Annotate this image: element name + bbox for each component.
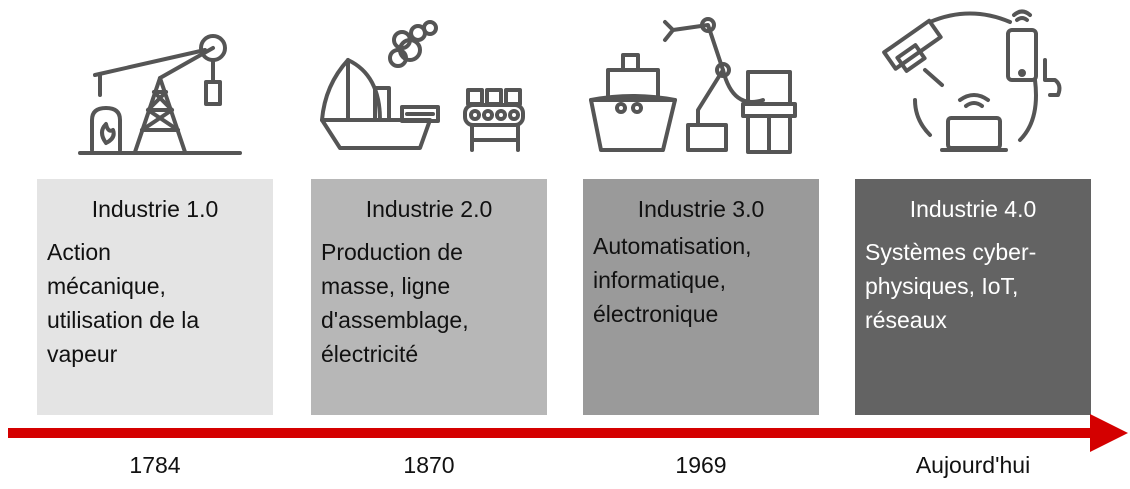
- robot-arm-computer-icon: [589, 17, 797, 154]
- stage-description-line: physiques, IoT,: [865, 273, 1019, 299]
- connected-devices-icon: [882, 9, 1062, 152]
- year-label-3: 1969: [675, 452, 727, 478]
- stage-description: Systèmes cyber-physiques, IoT, réseaux: [865, 235, 1081, 337]
- year-label-2: 1870: [403, 452, 455, 478]
- stage-description-line: Automatisation,: [593, 233, 752, 259]
- stage-title: Industrie 3.0: [637, 196, 765, 222]
- steam-pump-icon: [78, 34, 242, 155]
- timeline-arrow: [8, 414, 1128, 452]
- stage-3-illustration: [583, 0, 803, 165]
- stage-description-line: utilisation de la: [47, 307, 200, 333]
- stage-description-line: vapeur: [47, 341, 118, 367]
- stage-description: Production de masse, ligne d'assemblage, él…: [321, 235, 537, 371]
- stage-description-line: masse, ligne: [321, 273, 451, 299]
- stage-description-line: informatique,: [593, 267, 726, 293]
- year-label-1: 1784: [129, 452, 181, 478]
- stage-title: Industrie 1.0: [91, 196, 219, 222]
- stage-description-line: d'assemblage,: [321, 307, 469, 333]
- stage-2-illustration: [310, 0, 530, 165]
- stage-description-line: électronique: [593, 301, 719, 327]
- stage-title: Industrie 4.0: [909, 196, 1037, 222]
- stage-description: Action mécanique, utilisation de la vapeur: [47, 235, 263, 371]
- stage-description: Automatisation, informatique, électronique: [593, 229, 809, 331]
- stage-card-1: Industrie 1.0 Action mécanique, utilisatio…: [37, 179, 273, 415]
- factory-ship-conveyor-icon: [320, 20, 525, 152]
- stage-description-line: Action: [47, 239, 111, 265]
- stage-card-4: Industrie 4.0 Systèmes cyber-physiques, …: [855, 179, 1091, 415]
- stage-card-2: Industrie 2.0 Production de masse, ligne d…: [311, 179, 547, 415]
- stage-description-line: réseaux: [865, 307, 947, 333]
- stage-card-3: Industrie 3.0 Automatisation, informatiqu…: [583, 179, 819, 415]
- stage-title: Industrie 2.0: [365, 196, 493, 222]
- stage-description-line: Production de: [321, 239, 463, 265]
- stage-description-line: mécanique,: [47, 273, 166, 299]
- stage-4-illustration: [870, 0, 1080, 165]
- stage-1-illustration: [70, 0, 250, 165]
- timeline-arrow-shaft: [8, 428, 1100, 438]
- stage-description-line: Systèmes cyber-: [865, 239, 1037, 265]
- timeline-arrow-head: [1090, 414, 1128, 452]
- year-label-4: Aujourd'hui: [915, 452, 1031, 478]
- stage-description-line: électricité: [321, 341, 419, 367]
